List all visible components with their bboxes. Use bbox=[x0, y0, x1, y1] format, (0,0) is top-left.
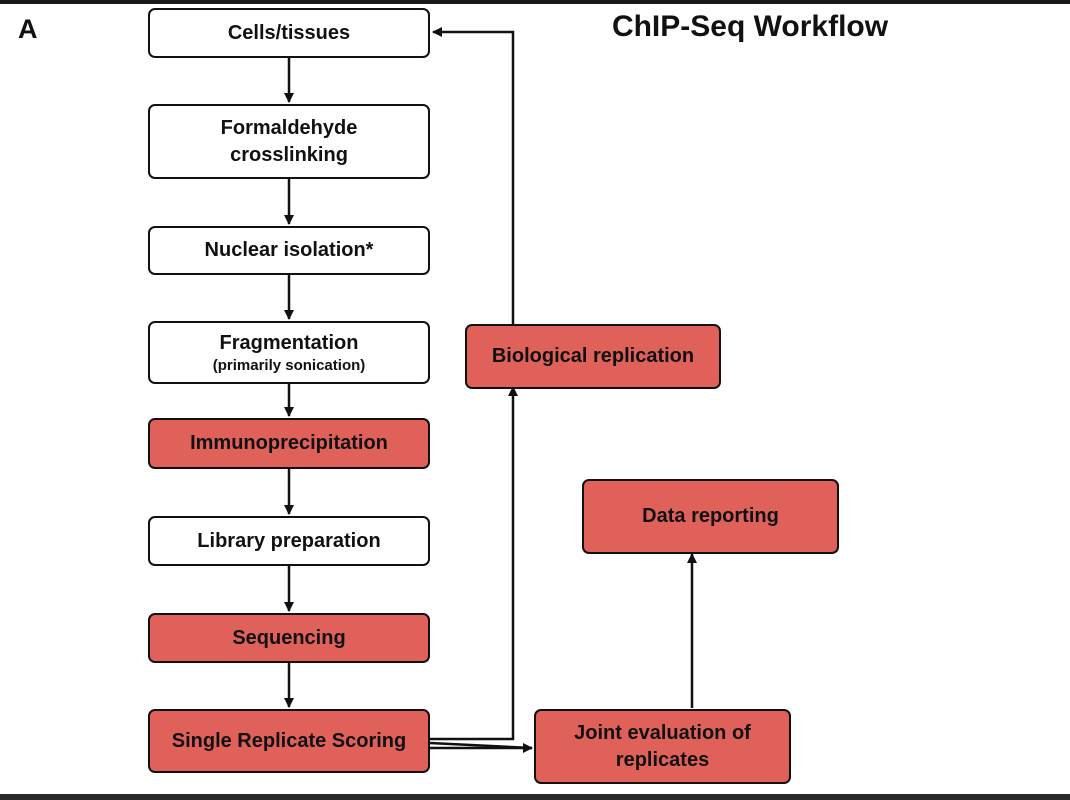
step-crosslink-line2: crosslinking bbox=[230, 143, 348, 166]
step-nuclear-isolation: Nuclear isolation* bbox=[148, 226, 430, 275]
step-nuclear-label: Nuclear isolation* bbox=[204, 239, 374, 261]
bottom-border bbox=[0, 794, 1070, 800]
step-cells-tissues: Cells/tissues bbox=[148, 8, 430, 58]
step-biological-replication: Biological replication bbox=[465, 324, 721, 389]
step-single-replicate-scoring: Single Replicate Scoring bbox=[148, 709, 430, 773]
step-library-preparation: Library preparation bbox=[148, 516, 430, 566]
step-immunoprecipitation: Immunoprecipitation bbox=[148, 418, 430, 469]
step-bioreplication-label: Biological replication bbox=[491, 345, 695, 367]
step-data-reporting: Data reporting bbox=[582, 479, 839, 554]
step-scoring-label: Single Replicate Scoring bbox=[171, 729, 407, 752]
step-formaldehyde-crosslinking: Formaldehyde crosslinking bbox=[148, 104, 430, 179]
step-joint-line1: Joint evaluation of bbox=[574, 721, 751, 744]
step-library-label: Library preparation bbox=[197, 529, 381, 552]
step-cells-tissues-label: Cells/tissues bbox=[227, 21, 351, 44]
panel-letter: A bbox=[18, 14, 38, 44]
step-joint-line2: replicates bbox=[615, 748, 710, 771]
step-fragmentation-label: Fragmentation bbox=[219, 332, 359, 354]
step-joint-evaluation: Joint evaluation of replicates bbox=[534, 709, 791, 784]
arrow-bioreplication-to-cells bbox=[432, 27, 515, 324]
step-sequencing: Sequencing bbox=[148, 613, 430, 663]
top-border bbox=[0, 0, 1070, 4]
step-crosslink-line1: Formaldehyde bbox=[220, 116, 358, 139]
step-fragmentation-sub: (primarily sonication) bbox=[212, 357, 366, 374]
step-fragmentation: Fragmentation (primarily sonication) bbox=[148, 321, 430, 384]
arrow-scoring-to-bioreplication bbox=[430, 386, 518, 741]
diagram-title: ChIP-Seq Workflow bbox=[611, 10, 889, 43]
step-sequencing-label: Sequencing bbox=[232, 626, 346, 649]
step-immuno-label: Immunoprecipitation bbox=[190, 432, 388, 454]
step-data-reporting-label: Data reporting bbox=[642, 505, 779, 527]
